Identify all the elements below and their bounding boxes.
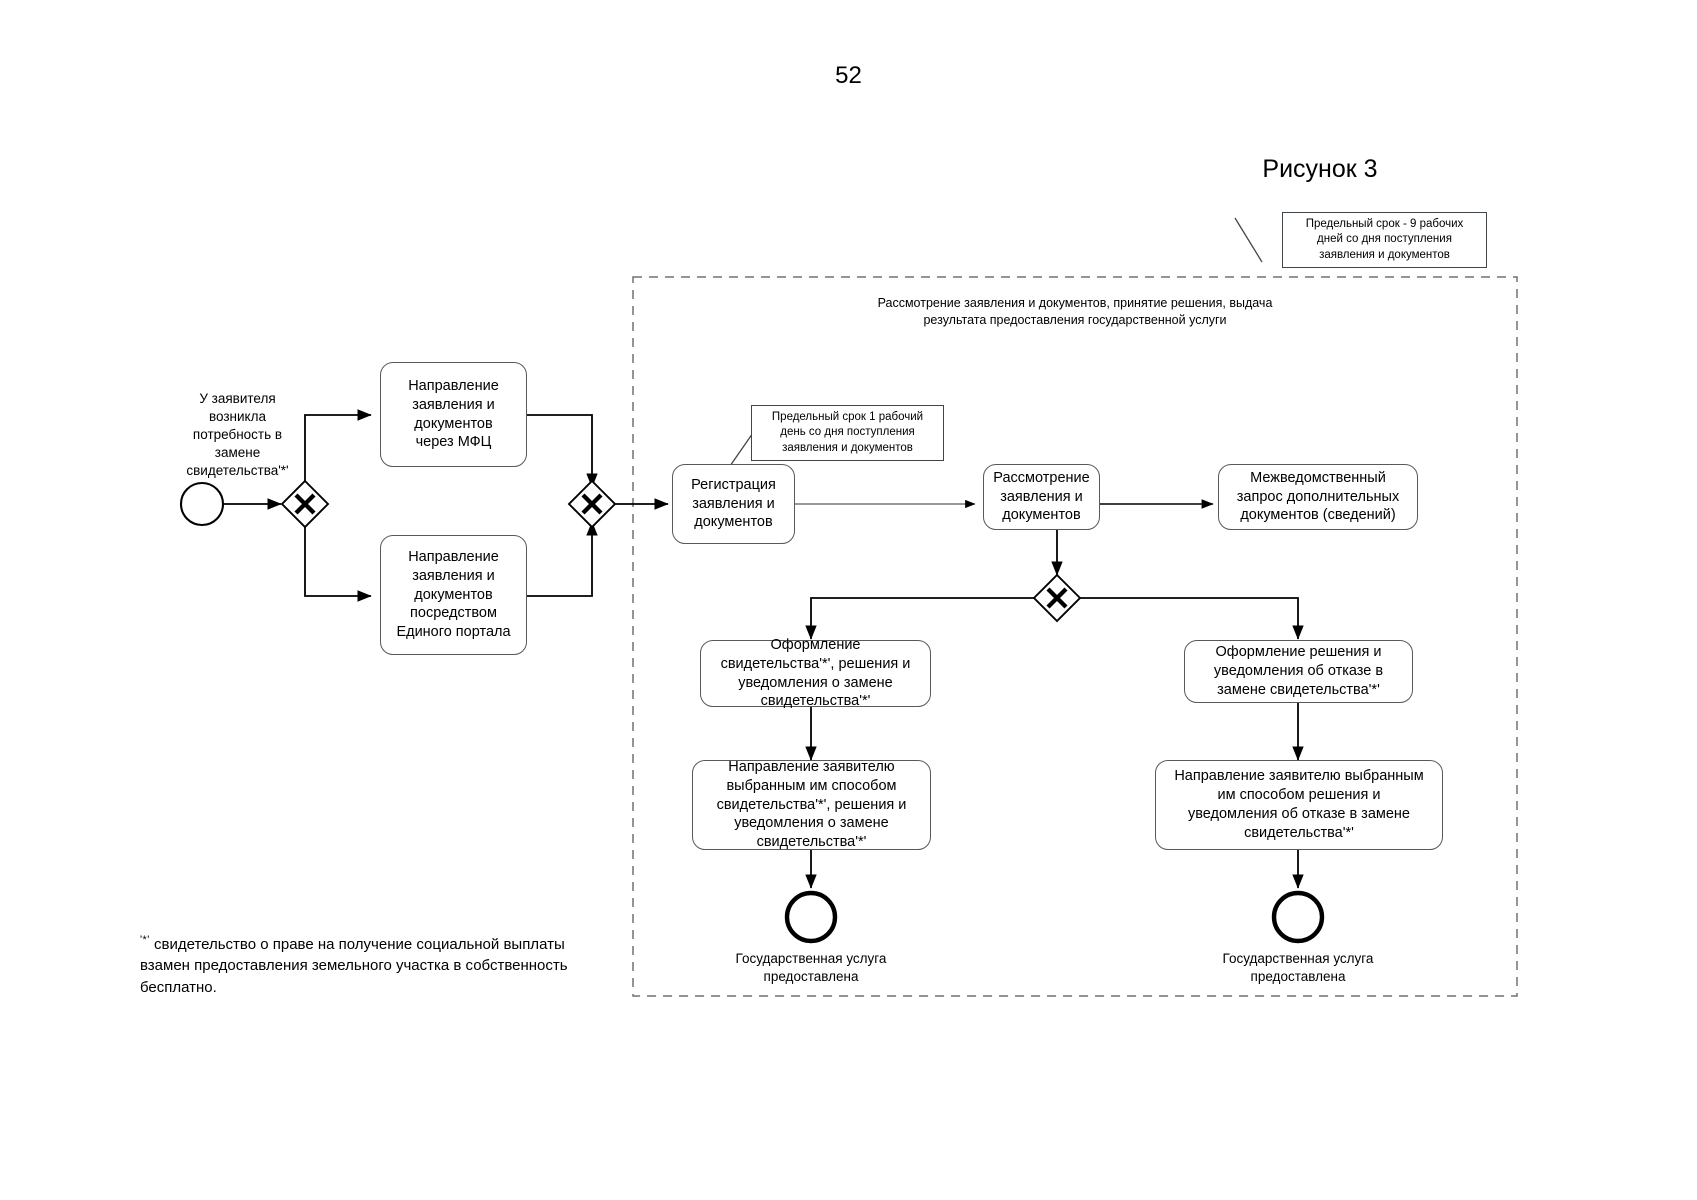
flow-portal-to-join <box>527 521 598 597</box>
task-review-line3: документов <box>1002 507 1081 524</box>
task-send-cert-line3: свидетельства'*', решения и <box>716 796 907 813</box>
task-issue-cert-line2: свидетельства'*', решения и <box>720 655 911 672</box>
task-portal-line4: посредством <box>410 605 497 622</box>
task-send-refusal-line4: свидетельства'*' <box>1244 824 1354 841</box>
start-label-line3: потребность в <box>192 426 283 442</box>
note2-line1: Предельный срок 1 рабочий <box>771 411 924 424</box>
footnote: '*' свидетельство о праве на получение с… <box>140 933 570 998</box>
task-interagency-request[interactable]: Межведомственный запрос дополнительных д… <box>1218 464 1418 530</box>
task-issue-refusal[interactable]: Оформление решения и уведомления об отка… <box>1184 640 1413 703</box>
note1-line2: дней со дня поступления <box>1317 233 1452 246</box>
task-send-refusal-line3: уведомления об отказе в замене <box>1187 806 1411 822</box>
task-portal[interactable]: Направление заявления и документов посре… <box>380 535 527 655</box>
task-registration-line1: Регистрация <box>691 476 776 493</box>
gateway-split-channel <box>280 479 330 529</box>
end-right-line2: предоставлена <box>1250 968 1346 984</box>
task-issue-refusal-line3: замене свидетельства'*' <box>1217 681 1380 698</box>
task-mfc-line1: Направление <box>408 377 499 394</box>
figure-label: Рисунок 3 <box>1262 155 1378 183</box>
flow-split-to-portal <box>304 527 372 602</box>
task-registration-line3: документов <box>694 514 773 531</box>
task-interagency-line1: Межведомственный <box>1250 469 1386 486</box>
footnote-marker: '*' <box>140 934 150 946</box>
note1-line1: Предельный срок - 9 рабочих <box>1305 218 1464 231</box>
end-event-label-right: Государственная услуга предоставлена <box>1188 950 1408 985</box>
task-mfc[interactable]: Направление заявления и документов через… <box>380 362 527 467</box>
pool-title: Рассмотрение заявления и документов, при… <box>742 295 1408 329</box>
note-leader-2 <box>729 429 756 467</box>
task-send-refusal[interactable]: Направление заявителю выбранным им спосо… <box>1155 760 1443 850</box>
start-event-label: У заявителя возникла потребность в замен… <box>145 390 330 480</box>
task-registration[interactable]: Регистрация заявления и документов <box>672 464 795 544</box>
task-portal-line2: заявления и <box>412 567 495 584</box>
flow-split-to-mfc <box>304 409 372 481</box>
task-portal-line3: документов <box>414 586 493 603</box>
flow-decision-to-issue-certificate <box>805 597 1034 640</box>
task-portal-line1: Направление <box>408 548 499 565</box>
start-label-line4: замене <box>214 444 261 460</box>
gateway-join-channel <box>567 479 617 529</box>
task-review[interactable]: Рассмотрение заявления и документов <box>983 464 1100 530</box>
task-send-refusal-line1: Направление заявителю выбранным <box>1174 768 1424 785</box>
start-label-line2: возникла <box>208 408 266 424</box>
task-issue-cert-line4: свидетельства'*' <box>760 693 871 710</box>
task-send-cert-line2: выбранным им способом <box>726 777 897 794</box>
note-leader-1 <box>1234 217 1263 263</box>
page-number: 52 <box>835 62 862 89</box>
gateway-decision-outcome <box>1032 573 1082 623</box>
task-portal-line5: Единого портала <box>396 624 511 641</box>
end-left-line2: предоставлена <box>763 968 859 984</box>
task-issue-cert-line1: Оформление <box>770 636 861 653</box>
task-interagency-line3: документов (сведений) <box>1240 507 1396 524</box>
note1-line3: заявления и документов <box>1319 248 1450 261</box>
start-event <box>179 481 225 527</box>
task-mfc-line3: документов <box>414 415 493 432</box>
end-event-right <box>1271 890 1325 944</box>
start-label-line1: У заявителя <box>199 391 276 406</box>
task-issue-refusal-line1: Оформление решения и <box>1215 644 1382 661</box>
note-deadline-9-days: Предельный срок - 9 рабочих дней со дня … <box>1282 212 1487 268</box>
end-left-line1: Государственная услуга <box>735 951 887 966</box>
start-label-line5: свидетельства'*' <box>186 462 289 478</box>
flow-mfc-to-join <box>527 414 598 488</box>
note-deadline-1-day: Предельный срок 1 рабочий день со дня по… <box>751 405 944 461</box>
task-registration-line2: заявления и <box>692 495 775 512</box>
task-review-line2: заявления и <box>1000 488 1083 505</box>
task-interagency-line2: запрос дополнительных <box>1236 488 1400 505</box>
flow-decision-to-issue-refusal <box>1080 597 1304 640</box>
task-mfc-line4: через МФЦ <box>415 434 492 451</box>
pool-title-line2: результата предоставления государственно… <box>923 312 1227 327</box>
note2-line2: день со дня поступления <box>780 426 915 439</box>
end-right-line1: Государственная услуга <box>1222 951 1374 966</box>
task-send-cert-line1: Направление заявителю <box>728 758 895 775</box>
task-send-certificate[interactable]: Направление заявителю выбранным им спосо… <box>692 758 931 851</box>
end-event-label-left: Государственная услуга предоставлена <box>701 950 921 985</box>
task-send-refusal-line2: им способом решения и <box>1217 787 1381 804</box>
note2-line3: заявления и документов <box>782 441 913 454</box>
footnote-text: свидетельство о праве на получение социа… <box>140 936 568 996</box>
task-issue-certificate[interactable]: Оформление свидетельства'*', решения и у… <box>700 637 931 709</box>
task-send-cert-line5: свидетельства'*' <box>756 834 867 851</box>
end-event-left <box>784 890 838 944</box>
task-issue-cert-line3: уведомления о замене <box>738 674 893 691</box>
task-review-line1: Рассмотрение <box>993 469 1090 486</box>
task-mfc-line2: заявления и <box>412 396 495 413</box>
task-issue-refusal-line2: уведомления об отказе в <box>1213 663 1384 680</box>
task-send-cert-line4: уведомления о замене <box>734 815 889 832</box>
pool-title-line1: Рассмотрение заявления и документов, при… <box>877 296 1273 310</box>
